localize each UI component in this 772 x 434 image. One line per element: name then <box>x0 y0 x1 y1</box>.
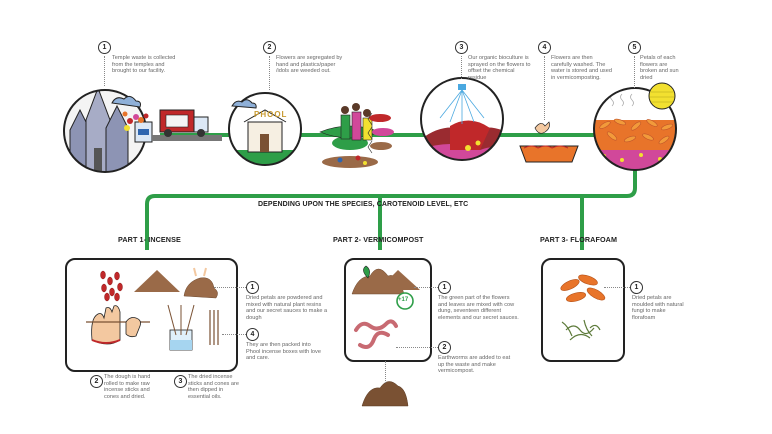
incense-note-3-text: The dried incense sticks and cones are t… <box>188 374 239 400</box>
part-2-title: PART 2- VERMICOMPOST <box>333 235 424 244</box>
incense-note-4-number: 4 <box>246 328 259 341</box>
step-5-leader <box>634 56 635 88</box>
step-3-leader <box>461 56 462 79</box>
step-1-leader <box>104 56 105 86</box>
incense-note-1-number: 1 <box>246 281 259 294</box>
incense-box <box>65 258 238 372</box>
step-2-text: Flowers are segregated by hand and plast… <box>276 55 343 75</box>
incense-note-1-leader <box>214 287 246 288</box>
step-3-text: Our organic bioculture is sprayed on the… <box>468 55 531 81</box>
step-2-leader <box>269 56 270 90</box>
vermi-output-leader <box>385 361 386 383</box>
sundried-illustration <box>593 82 677 171</box>
vermi-note-2-number: 2 <box>438 341 451 354</box>
facility-illustration <box>228 92 302 166</box>
step-3-number: 3 <box>455 41 468 54</box>
part-1-title: PART 1- INCENSE <box>118 235 181 244</box>
washing-illustration <box>519 121 579 163</box>
incense-note-3-number: 3 <box>174 375 187 388</box>
sorting-illustration <box>319 103 394 168</box>
part-3-title: PART 3- FLORAFOAM <box>540 235 618 244</box>
step-1-number: 1 <box>98 41 111 54</box>
vermi-note-1-number: 1 <box>438 281 451 294</box>
step-4-number: 4 <box>538 41 551 54</box>
incense-note-4-leader <box>222 334 246 335</box>
step-5-text: Petals of each flowers are broken and su… <box>640 55 679 81</box>
incense-note-2-number: 2 <box>90 375 103 388</box>
incense-note-2-text: The dough is hand rolled to make raw inc… <box>104 374 151 400</box>
phool-sign: PHOOL <box>254 110 288 119</box>
branch-label: DEPENDING UPON THE SPECIES, CAROTENOID L… <box>258 201 469 208</box>
vermi-note-1-leader <box>414 287 438 288</box>
incense-note-4-text: They are then packed into Phool incense … <box>246 342 321 362</box>
step-2-number: 2 <box>263 41 276 54</box>
step-4-leader <box>544 56 545 120</box>
bioculture-illustration <box>420 77 504 161</box>
florafoam-box <box>541 258 625 362</box>
vermi-note-2-text: Earthworms are added to eat up the waste… <box>438 355 511 375</box>
truck-illustration <box>152 109 222 141</box>
step-4-text: Flowers are then carefully washed. The w… <box>551 55 612 81</box>
flora-note-1-text: Dried petals are moulded with natural fu… <box>632 295 684 321</box>
temple-illustration <box>63 89 153 173</box>
incense-note-1-text: Dried petals are powdered and mixed with… <box>246 295 328 321</box>
step-5-number: 5 <box>628 41 641 54</box>
flora-note-1-leader <box>604 287 630 288</box>
flora-note-1-number: 1 <box>630 281 643 294</box>
step-1-text: Temple waste is collected from the templ… <box>112 55 176 75</box>
elements-badge: +17 <box>398 297 409 303</box>
vermi-note-1-text: The green part of the flowers and leaves… <box>438 295 519 321</box>
vermi-note-2-leader <box>396 347 438 348</box>
